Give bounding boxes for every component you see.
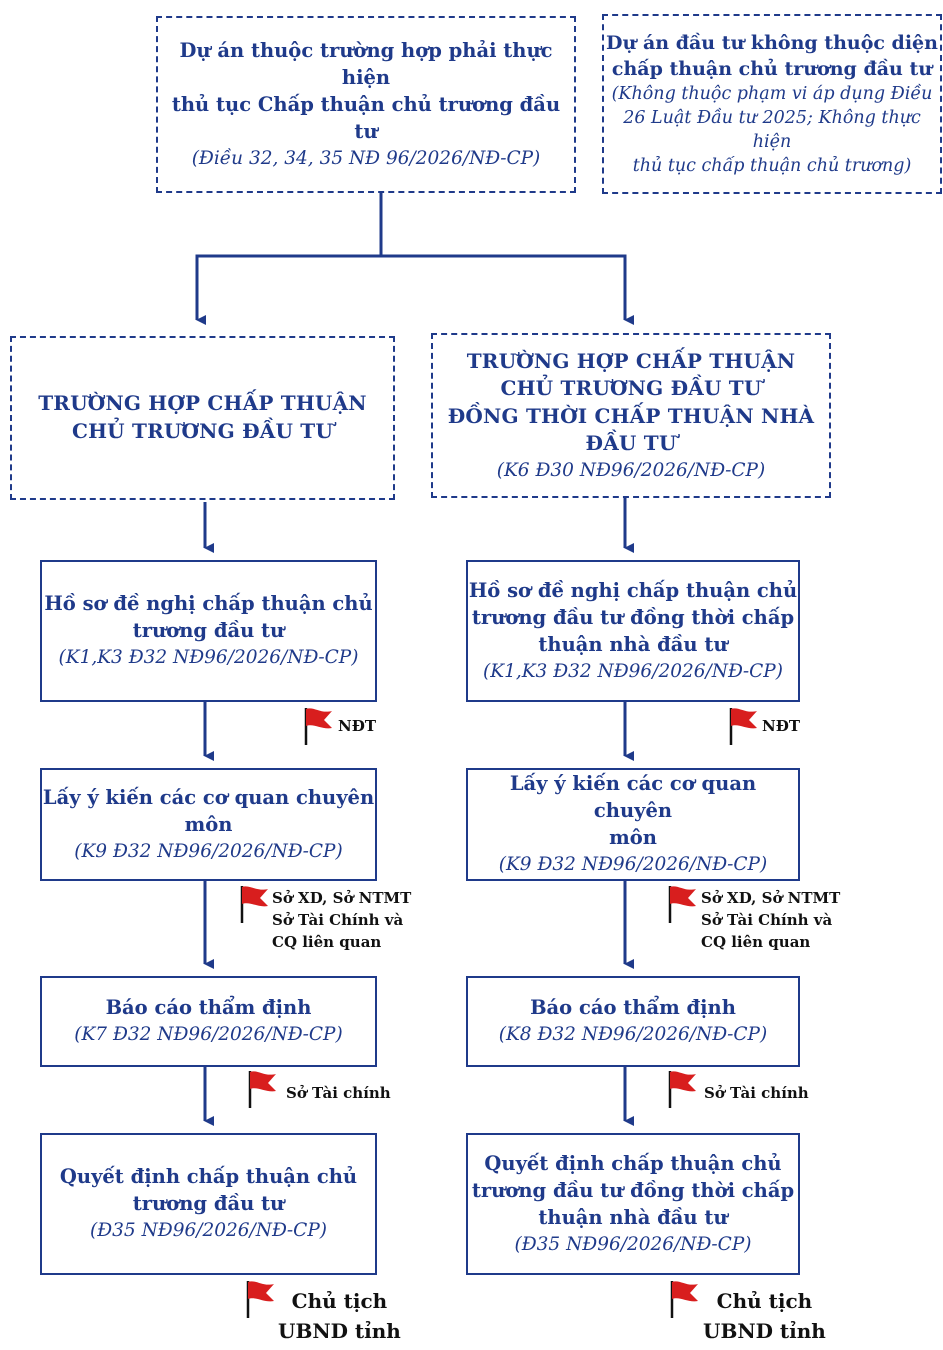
red-flag-icon <box>729 708 757 745</box>
left-responsible-3: Sở Tài chính <box>286 1083 391 1105</box>
step-title: trương đầu tư đồng thời chấp <box>471 605 795 629</box>
red-flag-icon <box>240 886 268 923</box>
left-step-dossier: Hồ sơ đề nghị chấp thuận chủ trương đầu … <box>40 560 377 702</box>
step-ref: (Đ35 NĐ96/2026/NĐ-CP) <box>90 1220 327 1242</box>
red-flag-icon <box>668 1071 696 1108</box>
red-flag-icon <box>670 1281 698 1318</box>
responsible-line: Sở XD, Sở NTMT <box>272 889 412 907</box>
red-flag-icon <box>246 1281 274 1318</box>
step-ref: (K9 Đ32 NĐ96/2026/NĐ-CP) <box>498 854 768 876</box>
left-step-decision: Quyết định chấp thuận chủ trương đầu tư … <box>40 1133 377 1275</box>
left-responsible-2: Sở XD, Sở NTMT Sở Tài Chính và CQ liên q… <box>272 888 411 953</box>
responsible-line: NĐT <box>338 717 376 735</box>
step-title: Hồ sơ đề nghị chấp thuận chủ <box>468 578 798 602</box>
not-required-title-1: Dự án đầu tư không thuộc diện <box>606 31 938 54</box>
not-required-title-2: chấp thuận chủ trương đầu tư <box>611 57 933 80</box>
left-step-appraisal: Báo cáo thẩm định (K7 Đ32 NĐ96/2026/NĐ-C… <box>40 976 377 1067</box>
right-step-decision: Quyết định chấp thuận chủ trương đầu tư … <box>466 1133 800 1275</box>
responsible-line: UBND tỉnh <box>278 1319 401 1343</box>
box-left-case: TRƯỜNG HỢP CHẤP THUẬN CHỦ TRƯƠNG ĐẦU TƯ <box>10 336 395 500</box>
required-title-1: Dự án thuộc trường hợp phải thực hiện <box>179 38 553 89</box>
step-title: Lấy ý kiến các cơ quan chuyên <box>42 785 375 809</box>
red-flag-icon <box>304 708 332 745</box>
step-title: môn <box>609 826 657 850</box>
box-required-approval: Dự án thuộc trường hợp phải thực hiện th… <box>156 16 576 193</box>
step-title: Báo cáo thẩm định <box>105 996 312 1020</box>
step-title: Hồ sơ đề nghị chấp thuận chủ <box>44 592 373 616</box>
responsible-line: Chủ tịch <box>716 1289 813 1313</box>
right-case-title-1: TRƯỜNG HỢP CHẤP THUẬN <box>466 348 796 373</box>
right-responsible-1: NĐT <box>762 716 800 738</box>
responsible-line: Chủ tịch <box>291 1289 388 1313</box>
step-title: Quyết định chấp thuận chủ <box>484 1151 782 1175</box>
required-title-2: thủ tục Chấp thuận chủ trương đầu tư <box>171 92 561 143</box>
right-step-consult: Lấy ý kiến các cơ quan chuyên môn (K9 Đ3… <box>466 768 800 881</box>
right-case-title-2: CHỦ TRƯƠNG ĐẦU TƯ <box>500 376 762 401</box>
right-step-appraisal: Báo cáo thẩm định (K8 Đ32 NĐ96/2026/NĐ-C… <box>466 976 800 1067</box>
right-responsible-3: Sở Tài chính <box>704 1083 809 1105</box>
step-ref: (K8 Đ32 NĐ96/2026/NĐ-CP) <box>498 1024 768 1046</box>
left-step-consult: Lấy ý kiến các cơ quan chuyên môn (K9 Đ3… <box>40 768 377 881</box>
responsible-line: Sở Tài Chính và <box>701 910 833 929</box>
step-title: Lấy ý kiến các cơ quan chuyên <box>509 772 757 823</box>
not-required-ref-3: thủ tục chấp thuận chủ trương) <box>632 156 912 177</box>
responsible-line: NĐT <box>762 717 800 735</box>
step-ref: (K7 Đ32 NĐ96/2026/NĐ-CP) <box>74 1024 343 1046</box>
step-ref: (K9 Đ32 NĐ96/2026/NĐ-CP) <box>74 840 343 862</box>
step-title: Báo cáo thẩm định <box>530 996 736 1020</box>
box-not-required: Dự án đầu tư không thuộc diện chấp thuận… <box>602 14 942 194</box>
step-ref: (K1,K3 Đ32 NĐ96/2026/NĐ-CP) <box>483 660 783 682</box>
responsible-line: Sở Tài Chính và <box>272 910 404 929</box>
responsible-line: CQ liên quan <box>272 932 382 951</box>
red-flag-icon <box>248 1071 276 1108</box>
responsible-line: UBND tỉnh <box>703 1319 826 1343</box>
right-responsible-2: Sở XD, Sở NTMT Sở Tài Chính và CQ liên q… <box>701 888 840 953</box>
responsible-line: Sở Tài chính <box>704 1084 809 1102</box>
red-flag-icon <box>668 886 696 923</box>
responsible-line: CQ liên quan <box>701 932 811 951</box>
box-right-case: TRƯỜNG HỢP CHẤP THUẬN CHỦ TRƯƠNG ĐẦU TƯ … <box>431 333 831 498</box>
step-title: thuận nhà đầu tư <box>538 1205 728 1229</box>
right-case-ref: (K6 Đ30 NĐ96/2026/NĐ-CP) <box>496 459 766 481</box>
step-ref: (K1,K3 Đ32 NĐ96/2026/NĐ-CP) <box>58 647 359 669</box>
step-title: trương đầu tư <box>132 1192 285 1216</box>
step-ref: (Đ35 NĐ96/2026/NĐ-CP) <box>514 1233 752 1255</box>
top-connector <box>195 193 383 325</box>
step-title: trương đầu tư <box>132 619 285 643</box>
left-responsible-1: NĐT <box>338 716 376 738</box>
not-required-ref-1: (Không thuộc phạm vi áp dụng Điều <box>611 83 933 104</box>
not-required-ref-2: 26 Luật Đầu tư 2025; Không thực hiện <box>623 108 921 153</box>
responsible-line: Sở Tài chính <box>286 1084 391 1102</box>
right-step-dossier: Hồ sơ đề nghị chấp thuận chủ trương đầu … <box>466 560 800 702</box>
required-ref: (Điều 32, 34, 35 NĐ 96/2026/NĐ-CP) <box>191 147 541 169</box>
step-title: thuận nhà đầu tư <box>538 632 728 656</box>
left-case-title-1: TRƯỜNG HỢP CHẤP THUẬN <box>38 391 367 416</box>
right-case-title-3: ĐỒNG THỜI CHẤP THUẬN NHÀ ĐẦU TƯ <box>447 403 815 456</box>
responsible-line: Sở XD, Sở NTMT <box>701 889 841 907</box>
right-responsible-4: Chủ tịch UBND tỉnh <box>703 1286 826 1346</box>
step-title: Quyết định chấp thuận chủ <box>59 1165 358 1189</box>
step-title: môn <box>184 812 233 836</box>
step-title: trương đầu tư đồng thời chấp <box>471 1178 795 1202</box>
top-connector-right <box>381 254 634 325</box>
left-case-title-2: CHỦ TRƯƠNG ĐẦU TƯ <box>71 419 334 443</box>
left-responsible-4: Chủ tịch UBND tỉnh <box>278 1286 401 1346</box>
